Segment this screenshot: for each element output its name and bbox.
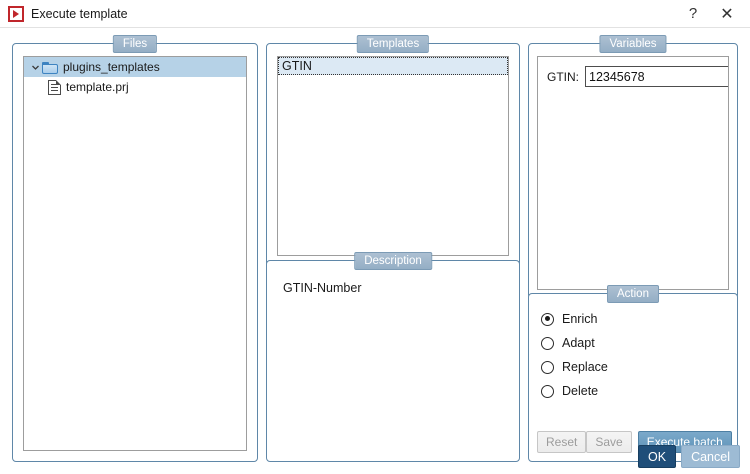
chevron-down-icon[interactable] <box>28 63 42 72</box>
reset-button[interactable]: Reset <box>537 431 587 453</box>
save-button[interactable]: Save <box>586 431 632 453</box>
variable-row-gtin: GTIN: <box>538 57 728 87</box>
close-icon[interactable]: ✕ <box>720 5 734 23</box>
radio-label: Delete <box>562 384 599 398</box>
radio-enrich[interactable]: Enrich <box>541 307 737 331</box>
radio-icon <box>541 336 554 350</box>
description-panel: Description GTIN-Number <box>266 252 520 462</box>
tree-item-label: plugins_templates <box>63 60 160 74</box>
dialog-footer: OK Cancel <box>638 445 740 468</box>
help-icon[interactable]: ? <box>688 5 698 22</box>
radio-icon <box>541 360 554 374</box>
description-text: GTIN-Number <box>283 281 362 295</box>
description-box: GTIN-Number <box>275 271 511 453</box>
files-tree[interactable]: plugins_templates template.prj <box>23 56 247 451</box>
radio-icon <box>541 312 554 326</box>
templates-list[interactable]: GTIN <box>277 56 509 256</box>
dialog-body: Files plugins_templates template.prj Tem… <box>0 29 750 474</box>
action-radio-group: Enrich Adapt Replace Delete <box>529 294 737 403</box>
action-panel-title: Action <box>607 285 659 303</box>
files-panel: Files plugins_templates template.prj <box>12 35 258 462</box>
gtin-stepper[interactable] <box>585 66 728 87</box>
window-title: Execute template <box>31 6 128 21</box>
radio-delete[interactable]: Delete <box>541 379 737 403</box>
gtin-field-label: GTIN: <box>547 69 579 84</box>
templates-panel-title: Templates <box>356 35 430 53</box>
templates-panel: Templates GTIN <box>266 35 520 267</box>
radio-adapt[interactable]: Adapt <box>541 331 737 355</box>
tree-item-template-prj[interactable]: template.prj <box>24 77 246 97</box>
app-run-icon <box>8 5 24 22</box>
radio-label: Enrich <box>562 312 598 326</box>
variables-panel-title: Variables <box>599 35 667 53</box>
file-icon <box>48 79 61 95</box>
tree-item-plugins-templates[interactable]: plugins_templates <box>24 57 246 77</box>
variables-panel: Variables GTIN: <box>528 35 738 299</box>
action-panel: Action Enrich Adapt Replace Delete Reset <box>528 285 738 462</box>
list-item-gtin[interactable]: GTIN <box>278 57 508 75</box>
radio-label: Replace <box>562 360 608 374</box>
radio-icon <box>541 384 554 398</box>
radio-replace[interactable]: Replace <box>541 355 737 379</box>
files-panel-title: Files <box>112 35 158 53</box>
cancel-button[interactable]: Cancel <box>681 445 740 468</box>
folder-icon <box>42 61 58 74</box>
variables-box: GTIN: <box>537 56 729 290</box>
radio-label: Adapt <box>562 336 595 350</box>
gtin-input[interactable] <box>586 67 728 86</box>
tree-item-label: template.prj <box>66 80 129 94</box>
description-panel-title: Description <box>354 252 432 270</box>
ok-button[interactable]: OK <box>638 445 677 468</box>
window-titlebar: Execute template ? ✕ <box>0 0 750 28</box>
